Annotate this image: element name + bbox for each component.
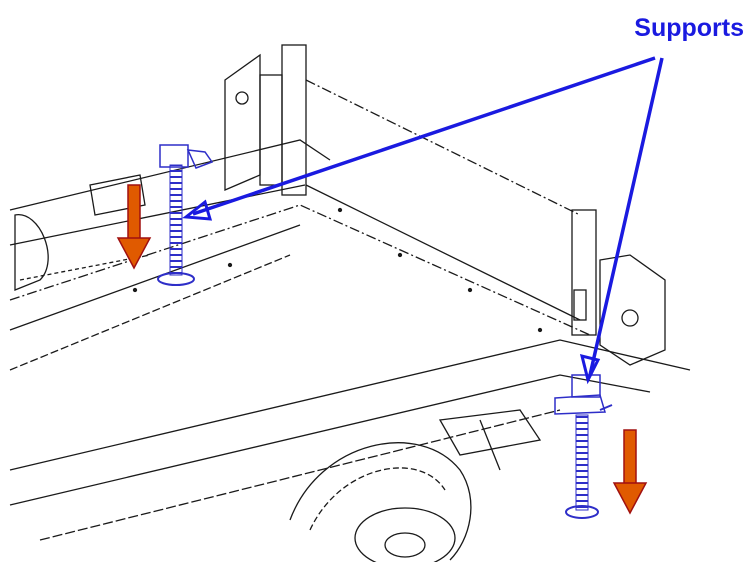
- supports-label: Supports: [634, 14, 744, 42]
- down-arrow-left: [116, 184, 152, 270]
- left-support: [157, 144, 214, 286]
- callout-arrowhead-left: [182, 199, 213, 221]
- callout-arrowhead-right: [579, 353, 601, 385]
- right-support: [554, 374, 613, 519]
- down-arrow-right: [612, 429, 648, 515]
- callout-line-right: [588, 57, 664, 376]
- trailer-frame: [9, 44, 691, 562]
- callout-line-left: [192, 56, 656, 216]
